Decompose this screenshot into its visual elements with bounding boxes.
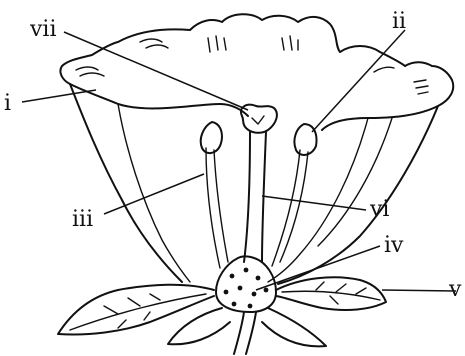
filament-left-b <box>214 150 228 262</box>
leader-vii <box>64 32 248 110</box>
corolla-back-rim <box>118 14 405 66</box>
sepal-front <box>168 308 230 344</box>
petal-vein-8 <box>414 80 428 94</box>
corolla-tube-left <box>70 84 182 282</box>
sepal-right <box>276 277 386 310</box>
petal-vein-5 <box>208 36 226 52</box>
anther-left <box>201 122 222 153</box>
petal-vein-4 <box>146 45 168 48</box>
sepal-left-veins <box>104 294 160 328</box>
label-vi: vi <box>369 197 389 222</box>
corolla-tube-right-inner <box>268 118 368 282</box>
leader-iv <box>256 246 380 290</box>
label-v: v <box>448 277 462 302</box>
corolla-tube-right-inner2 <box>318 118 392 246</box>
filament-left <box>206 148 220 268</box>
stigma-notch <box>252 116 264 124</box>
labels: vii ii i iii vi iv v <box>4 9 462 302</box>
label-ii: ii <box>392 9 406 34</box>
stamens <box>201 122 317 268</box>
pedicel <box>234 312 256 354</box>
petal-vein-3 <box>140 39 162 42</box>
petal-right <box>322 62 453 130</box>
filament-right-b <box>280 152 308 262</box>
label-iii: iii <box>72 207 93 232</box>
ovary <box>216 257 276 313</box>
leader-vi <box>262 196 366 210</box>
leader-i <box>22 90 96 102</box>
pistil <box>216 105 277 312</box>
petal-vein-1 <box>76 67 98 70</box>
leader-v <box>382 290 456 291</box>
label-i: i <box>4 91 11 116</box>
petal-left <box>60 42 248 116</box>
petal-vein-2 <box>80 73 104 76</box>
petal-vein-6 <box>282 36 298 50</box>
petal-vein-7 <box>374 67 394 72</box>
label-vii: vii <box>29 17 57 42</box>
label-iv: iv <box>384 233 404 258</box>
anther-right <box>294 124 316 155</box>
sepals <box>58 277 386 354</box>
sepal-front-right <box>262 308 326 346</box>
corolla-tube-left-inner <box>118 104 190 282</box>
style-left <box>244 132 250 262</box>
sepal-right-midrib <box>282 291 380 300</box>
